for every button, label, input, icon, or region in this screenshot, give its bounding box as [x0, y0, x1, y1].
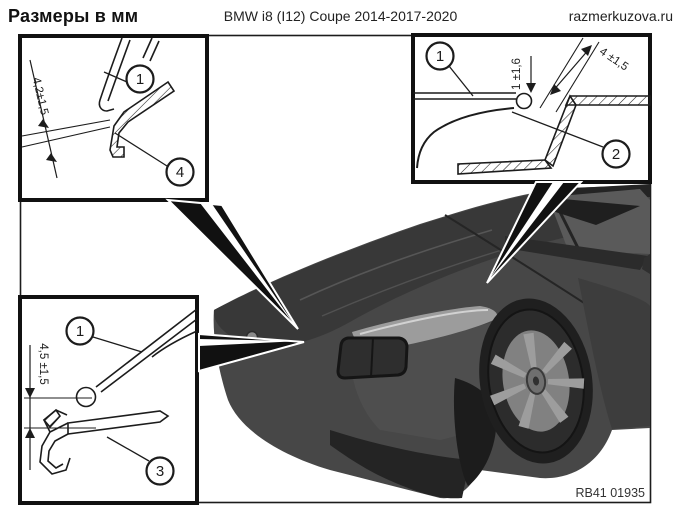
drawing-frame	[19, 34, 652, 504]
hood-crease	[321, 249, 503, 317]
callout-3-label: 3	[156, 463, 164, 480]
site-name: razmerkuzova.ru	[568, 8, 673, 24]
inset-top-left	[21, 37, 195, 187]
headlight-highlight	[359, 309, 489, 335]
callout-2-label: 2	[612, 146, 620, 163]
callout-1-label: 1	[76, 323, 84, 340]
pointer-top-right	[486, 181, 584, 284]
callout-1-badge	[425, 41, 455, 71]
callout-1-badge	[65, 316, 95, 346]
mirror	[642, 254, 650, 274]
model-title: BMW i8 (I12) Coupe 2014-2017-2020	[223, 8, 458, 24]
dimension-label-gap: 1 ±1,6	[511, 58, 523, 90]
callout-4-label: 4	[176, 164, 184, 181]
hood-rolled-edge	[515, 92, 533, 110]
pointer-bottom-left	[198, 332, 305, 373]
callout-1-label: 1	[436, 48, 444, 65]
side-body	[578, 278, 650, 429]
pointer-top-left	[165, 198, 299, 330]
callout-1-badge	[125, 64, 155, 94]
fender-section-hatched	[109, 80, 176, 158]
dimension-line	[551, 47, 591, 93]
wheel-spokes	[490, 332, 585, 429]
car-illustration	[213, 184, 650, 499]
callout-2-badge	[601, 139, 631, 169]
lower-intake	[330, 430, 470, 499]
callout-4-badge	[165, 157, 195, 187]
page-title: Размеры в мм	[8, 6, 139, 26]
callout-3-badge	[145, 456, 175, 486]
hood-crease	[299, 229, 493, 301]
drawing-code: RB41 01935	[575, 486, 645, 500]
inset-top-right	[413, 37, 651, 175]
grille-divider	[370, 337, 374, 378]
inset-bottom-left	[24, 308, 198, 486]
cowl-vent	[543, 198, 640, 225]
front-wheel	[479, 298, 593, 464]
car-hood	[213, 190, 608, 347]
dimension-label-hood-bumper: 4,5 ±1,5	[37, 343, 49, 384]
callout-1-label: 1	[136, 71, 144, 88]
cowl-band	[505, 236, 648, 270]
hood-hem-loop	[75, 386, 97, 408]
